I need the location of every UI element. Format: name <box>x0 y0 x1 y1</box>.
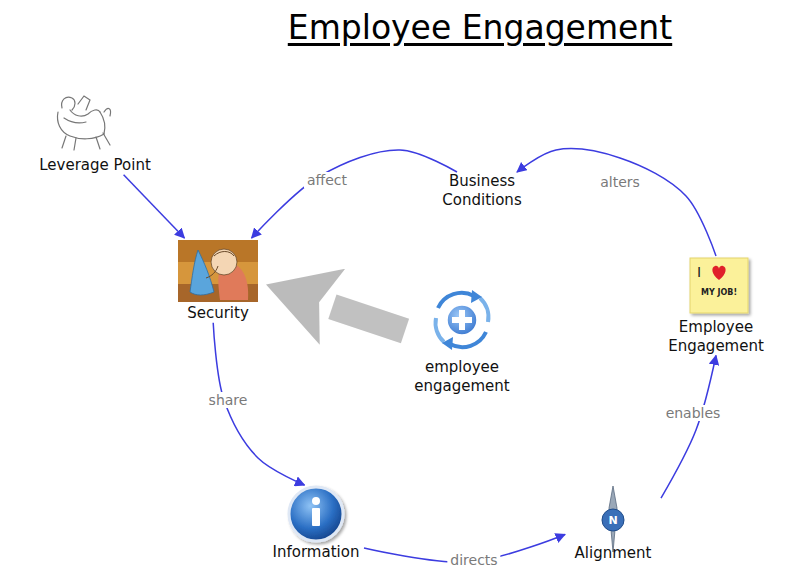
info-icon <box>289 487 343 541</box>
flow-arrow <box>252 150 457 238</box>
flow-arrow <box>661 356 716 499</box>
note-text: MY JOB! <box>701 288 737 297</box>
node-label: Leverage Point <box>30 156 160 175</box>
node-label: Security <box>170 304 266 323</box>
edge-label: directs <box>447 552 500 568</box>
edge-label: alters <box>597 174 643 190</box>
node-label: Employee Engagement <box>656 318 776 356</box>
security-picture <box>178 240 258 302</box>
node-label: Business Conditions <box>432 172 532 210</box>
compass-icon <box>602 486 624 552</box>
icon-node: Business Conditions <box>432 172 532 210</box>
edge-label: enables <box>663 405 724 421</box>
node-label: Alignment <box>565 544 661 563</box>
edge-label: affect <box>304 172 350 188</box>
heart <box>712 266 725 280</box>
horse-sketch <box>58 96 111 150</box>
loop-icon <box>436 290 489 350</box>
edge-label: share <box>206 392 251 408</box>
influence-arrow <box>332 307 405 331</box>
icon-node: Leverage Point <box>30 92 160 175</box>
flow-arrow <box>517 149 716 256</box>
icon-node: Information <box>268 485 364 562</box>
icon-node: Security <box>170 238 266 323</box>
sticky-note <box>690 258 748 313</box>
icon-node: employee engagement <box>405 288 519 396</box>
note-text: I <box>697 264 701 280</box>
icon-node: Employee Engagement <box>656 256 776 356</box>
compass-letter: N <box>608 514 617 527</box>
node-label: employee engagement <box>405 358 519 396</box>
node-label: Information <box>268 543 364 562</box>
diagram-title: Employee Engagement <box>280 8 680 47</box>
flow-arrow <box>124 175 185 238</box>
